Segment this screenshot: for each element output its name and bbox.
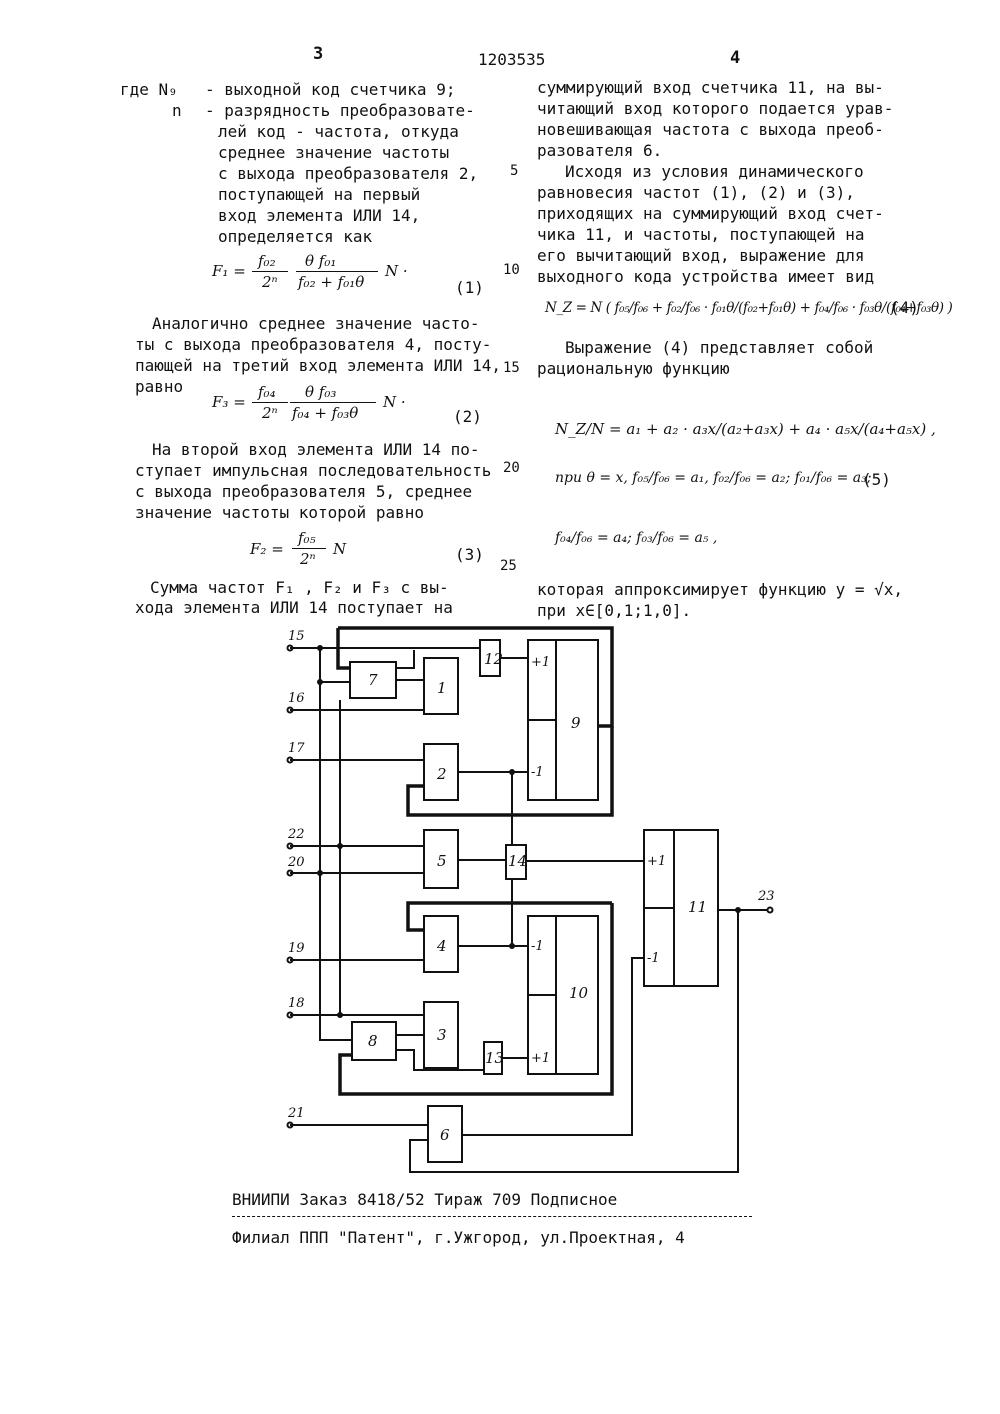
input-label-15: 15: [288, 629, 305, 644]
input-label-21: 21: [287, 1106, 305, 1121]
port-10-plus: +1: [531, 1051, 550, 1066]
output-label-23: 23: [757, 889, 775, 904]
block-label-7: 7: [368, 671, 378, 689]
block-label-5: 5: [437, 852, 447, 870]
input-label-16: 16: [288, 691, 305, 706]
port-11-minus: -1: [647, 951, 660, 966]
block-label-4: 4: [436, 937, 447, 955]
input-label-17: 17: [288, 741, 305, 756]
footer-line-1: ВНИИПИ Заказ 8418/52 Тираж 709 Подписное: [232, 1190, 617, 1209]
block-label-13: 13: [485, 1049, 504, 1067]
port-10-minus: -1: [531, 939, 544, 954]
block-label-2: 2: [436, 765, 447, 783]
block-label-8: 8: [368, 1032, 378, 1050]
block-label-1: 1: [437, 679, 447, 697]
port-11-plus: +1: [647, 854, 666, 869]
block-label-12: 12: [484, 650, 503, 668]
input-label-22: 22: [287, 827, 305, 842]
block-label-10: 10: [569, 984, 589, 1002]
block-label-3: 3: [437, 1026, 447, 1044]
input-label-18: 18: [288, 996, 305, 1011]
port-9-plus: +1: [531, 655, 550, 670]
port-9-minus: -1: [531, 765, 544, 780]
footer-divider: [232, 1216, 752, 1217]
input-label-19: 19: [288, 941, 305, 956]
input-label-20: 20: [287, 855, 305, 870]
bus-left: [320, 648, 352, 1040]
block-label-11: 11: [688, 898, 707, 916]
block-label-9: 9: [571, 714, 581, 732]
footer-line-2: Филиал ППП "Патент", г.Ужгород, ул.Проек…: [232, 1228, 685, 1247]
block-label-14: 14: [508, 852, 527, 870]
block-label-6: 6: [440, 1126, 450, 1144]
